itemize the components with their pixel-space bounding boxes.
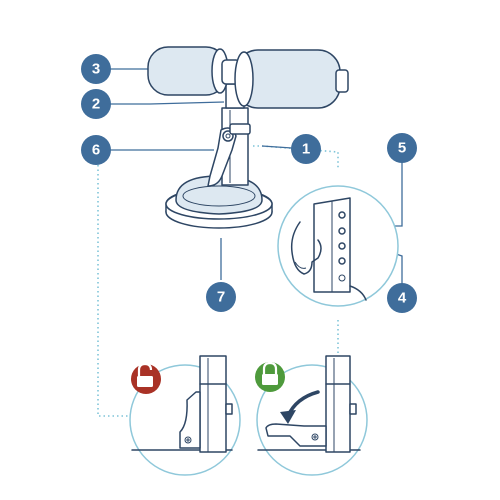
unlocked-padlock-icon [131, 362, 161, 394]
suction-base [165, 175, 273, 229]
leader-lines [110, 68, 403, 285]
curved-arrow-icon [280, 390, 320, 424]
callout-2: 2 [81, 89, 111, 119]
locked-detail [256, 355, 368, 476]
callout-4: 4 [387, 283, 417, 313]
callout-6-label: 6 [92, 142, 100, 159]
callout-7: 7 [206, 282, 236, 312]
callout-3-label: 3 [92, 61, 100, 78]
callout-4-label: 4 [398, 290, 407, 307]
unlocked-detail [129, 355, 241, 476]
callout-7-label: 7 [217, 289, 225, 306]
callout-1: 1 [291, 134, 321, 164]
callout-5-label: 5 [398, 140, 406, 157]
callout-5: 5 [387, 133, 417, 163]
foam-roller-right [234, 49, 349, 109]
callout-3: 3 [81, 54, 111, 84]
callout-2-label: 2 [92, 96, 100, 113]
sit-up-bar [147, 46, 349, 229]
lever-clamp [207, 127, 237, 187]
callout-1-label: 1 [302, 141, 310, 158]
foam-roller-left [147, 46, 229, 96]
callout-6: 6 [81, 135, 111, 165]
locked-padlock-icon [255, 361, 285, 392]
height-adjust-detail [277, 185, 399, 307]
